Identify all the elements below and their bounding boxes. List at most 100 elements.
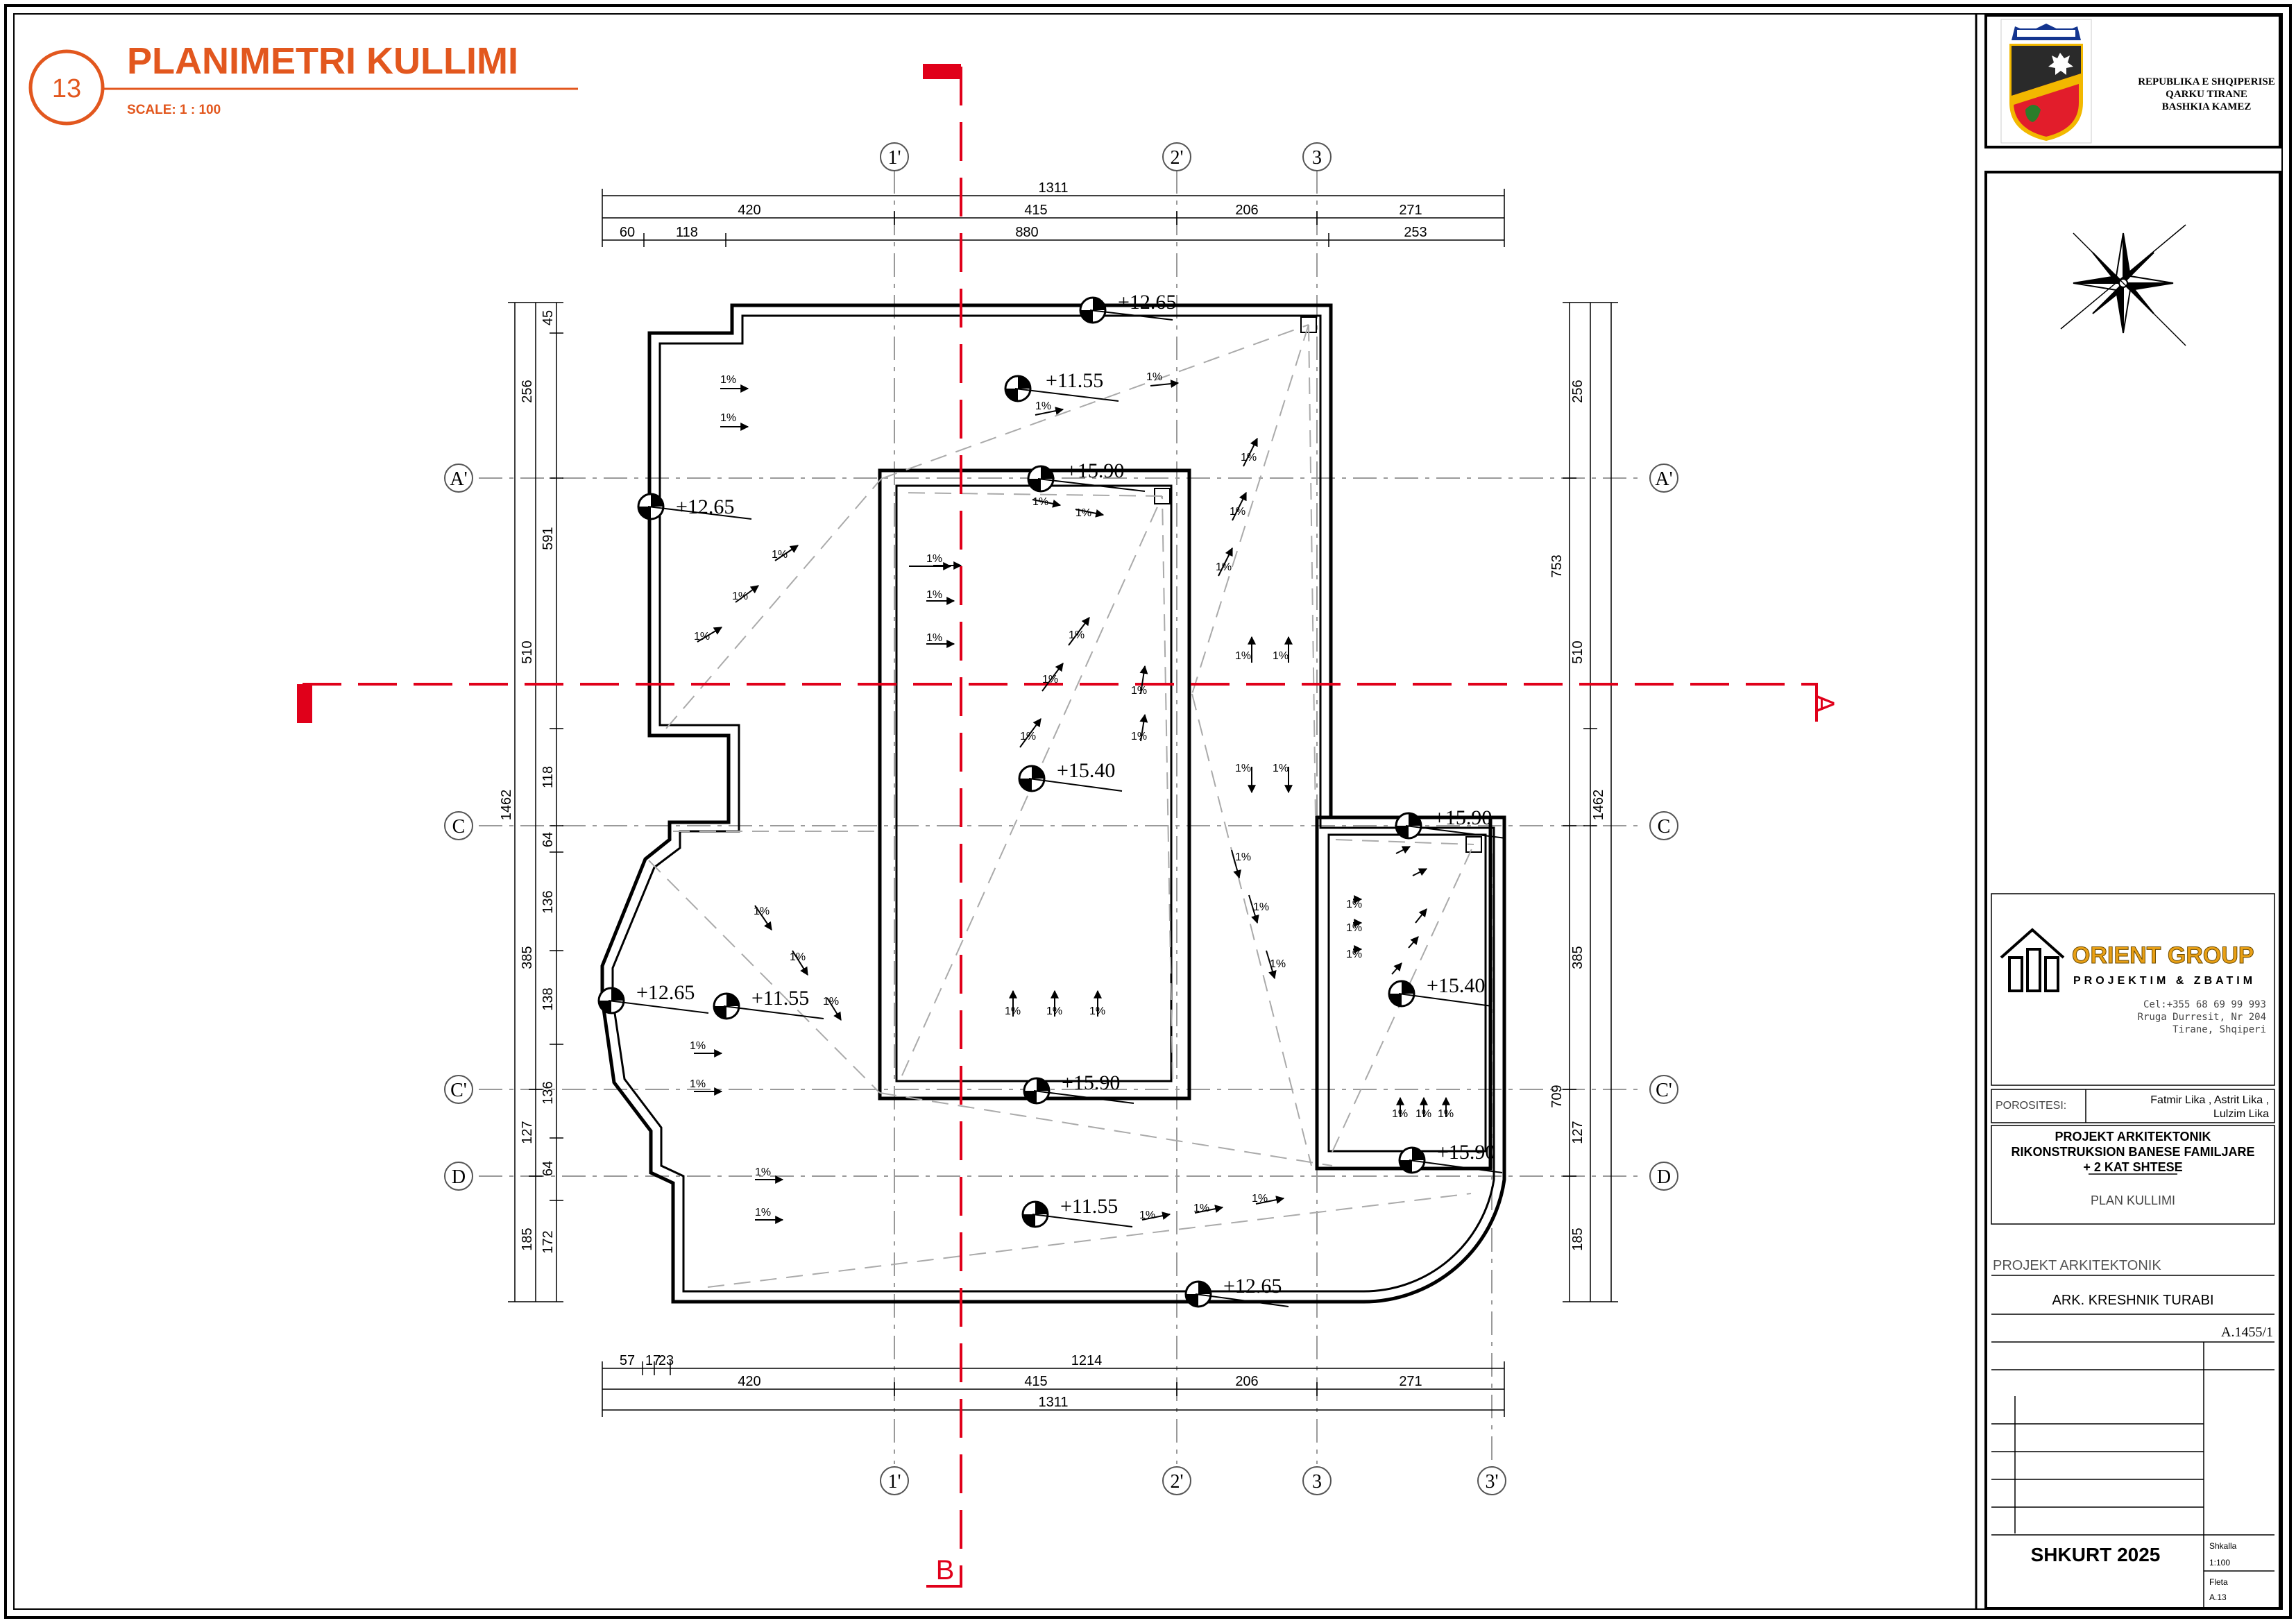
drawing-heading: 13 PLANIMETRI KULLIMI SCALE: 1 : 100 <box>28 40 578 126</box>
dimension-text: 256 <box>1570 380 1585 402</box>
grid-bubble <box>1302 1466 1332 1495</box>
scale-field-label: Shkalla <box>2209 1541 2237 1551</box>
dimension-text: 185 <box>1570 1227 1585 1250</box>
company-box <box>1991 893 2275 1086</box>
slope-label: 1% <box>1235 650 1251 662</box>
dimension-text: 415 <box>1024 203 1047 218</box>
slope-label: 1% <box>1241 452 1257 464</box>
outer-border <box>4 4 2292 1619</box>
grid-bubble <box>444 464 473 493</box>
grid-label: A' <box>1655 468 1672 490</box>
architect-name: ARK. KRESHNIK TURABI <box>2052 1293 2213 1308</box>
slope-label: 1% <box>694 631 710 643</box>
authority-line-1: REPUBLIKA E SHQIPERISE <box>2138 76 2275 87</box>
scale-field-value: 1:100 <box>2209 1558 2230 1567</box>
slope-label: 1% <box>1089 1005 1105 1017</box>
slope-arrows <box>694 380 1450 1224</box>
slope-label: 1% <box>754 906 769 917</box>
grid-label: D <box>1657 1166 1671 1188</box>
dimension-text: 60 <box>620 225 635 240</box>
issue-date: SHKURT 2025 <box>2031 1544 2161 1565</box>
slope-labels: 1% 1% 1% 1% 1% 1% 1% 1% 1% 1% 1% 1% 1% 1… <box>690 371 1454 1221</box>
dimension-text: 1462 <box>1591 790 1606 821</box>
level-marker: +15.90 <box>1023 1071 1134 1105</box>
section-cut-horizontal: A <box>297 683 1839 723</box>
slope-label: 1% <box>1438 1108 1454 1120</box>
dimension-text: 271 <box>1399 1374 1422 1389</box>
coat-of-arms-emblem <box>2000 19 2092 144</box>
slope-label: 1% <box>720 374 736 386</box>
dimension-text: 510 <box>520 640 535 663</box>
dimension-text: 510 <box>1570 640 1585 663</box>
section-marker-top <box>923 64 961 79</box>
slope-label: 1% <box>1035 400 1051 412</box>
slope-label: 1% <box>1131 685 1147 697</box>
slope-label: 1% <box>690 1040 706 1052</box>
slope-label: 1% <box>1253 901 1269 913</box>
dimension-text: 118 <box>676 225 698 240</box>
sheet-field-value: A.13 <box>2209 1592 2227 1602</box>
dimension-text: 206 <box>1235 1374 1258 1389</box>
elevation-label: +11.55 <box>1060 1195 1118 1218</box>
company-logo-icon <box>2000 928 2065 992</box>
grid-label: 2' <box>1170 147 1183 169</box>
roof-inner-parapet <box>611 314 1495 1293</box>
dimension-text: 64 <box>541 832 556 847</box>
grid-bubble <box>1162 142 1191 171</box>
slope-label: 1% <box>732 590 748 602</box>
slope-label: 1% <box>1273 763 1289 774</box>
slope-label: 1% <box>1346 899 1362 910</box>
grid-bubble <box>880 142 909 171</box>
drawing-number: 13 <box>52 74 81 103</box>
project-box <box>1991 1125 2275 1225</box>
slope-label: 1% <box>790 951 806 963</box>
slope-label: 1% <box>1139 1209 1155 1221</box>
grid-bubble <box>1649 1075 1678 1104</box>
slope-label: 1% <box>1146 371 1162 383</box>
grid-bubble <box>444 1162 473 1191</box>
elevation-label: +15.40 <box>1057 759 1115 782</box>
project-line-2: RIKONSTRUKSION BANESE FAMILJARE <box>2011 1145 2254 1159</box>
section-marker-left <box>297 684 312 723</box>
grid-bubble <box>444 1075 473 1104</box>
elevation-label: +12.65 <box>676 495 734 518</box>
roof-outer-wall <box>600 303 1506 1304</box>
elevation-label: +15.90 <box>1062 1071 1120 1094</box>
discipline-label: PROJEKT ARKITEKTONIK <box>1993 1258 2161 1273</box>
grid-label: 3 <box>1312 1471 1322 1493</box>
slope-label: 1% <box>926 589 942 601</box>
elevation-label: +12.65 <box>636 981 695 1004</box>
client-row <box>1991 1089 2275 1123</box>
drawing-title: PLANIMETRI KULLIMI <box>127 40 518 82</box>
grid-label: 2' <box>1170 1471 1183 1493</box>
slope-label: 1% <box>1046 1005 1062 1017</box>
level-marker: +15.40 <box>1388 974 1493 1008</box>
slope-label: 1% <box>772 549 788 561</box>
slope-label: 1% <box>1235 851 1251 863</box>
grid-bubble <box>1162 1466 1191 1495</box>
grid-label: C <box>1658 816 1671 838</box>
dimension-text: 45 <box>541 310 556 325</box>
client-name-2: Lulzim Lika <box>2213 1108 2269 1120</box>
authority-box <box>1984 14 2281 148</box>
grid-label: A' <box>450 468 467 490</box>
titleblock-frame <box>1984 171 2281 1610</box>
section-label-b: B <box>936 1555 955 1586</box>
grid-label: 1' <box>887 1471 901 1493</box>
section-cut-vertical: B <box>923 64 962 1588</box>
north-arrow-icon <box>2060 224 2186 346</box>
elevation-label: +15.90 <box>1437 1141 1495 1164</box>
slope-label: 1% <box>1020 731 1036 742</box>
grid-label: C' <box>450 1080 467 1101</box>
dimension-text: 206 <box>1235 203 1258 218</box>
slope-label: 1% <box>720 412 736 424</box>
slope-label: 1% <box>1069 629 1085 641</box>
top-dimension-texts: 1311 420 415 206 271 60 118 880 253 <box>620 180 1427 240</box>
dimension-text: 591 <box>541 527 556 550</box>
company-address-1: Rruga Durresit, Nr 204 <box>2138 1012 2266 1023</box>
level-marker: +12.65 <box>1079 291 1176 324</box>
slope-label: 1% <box>690 1078 706 1090</box>
company-name: ORIENT GROUP <box>2072 942 2254 969</box>
slope-label: 1% <box>755 1207 771 1218</box>
slope-label: 1% <box>1042 674 1058 686</box>
